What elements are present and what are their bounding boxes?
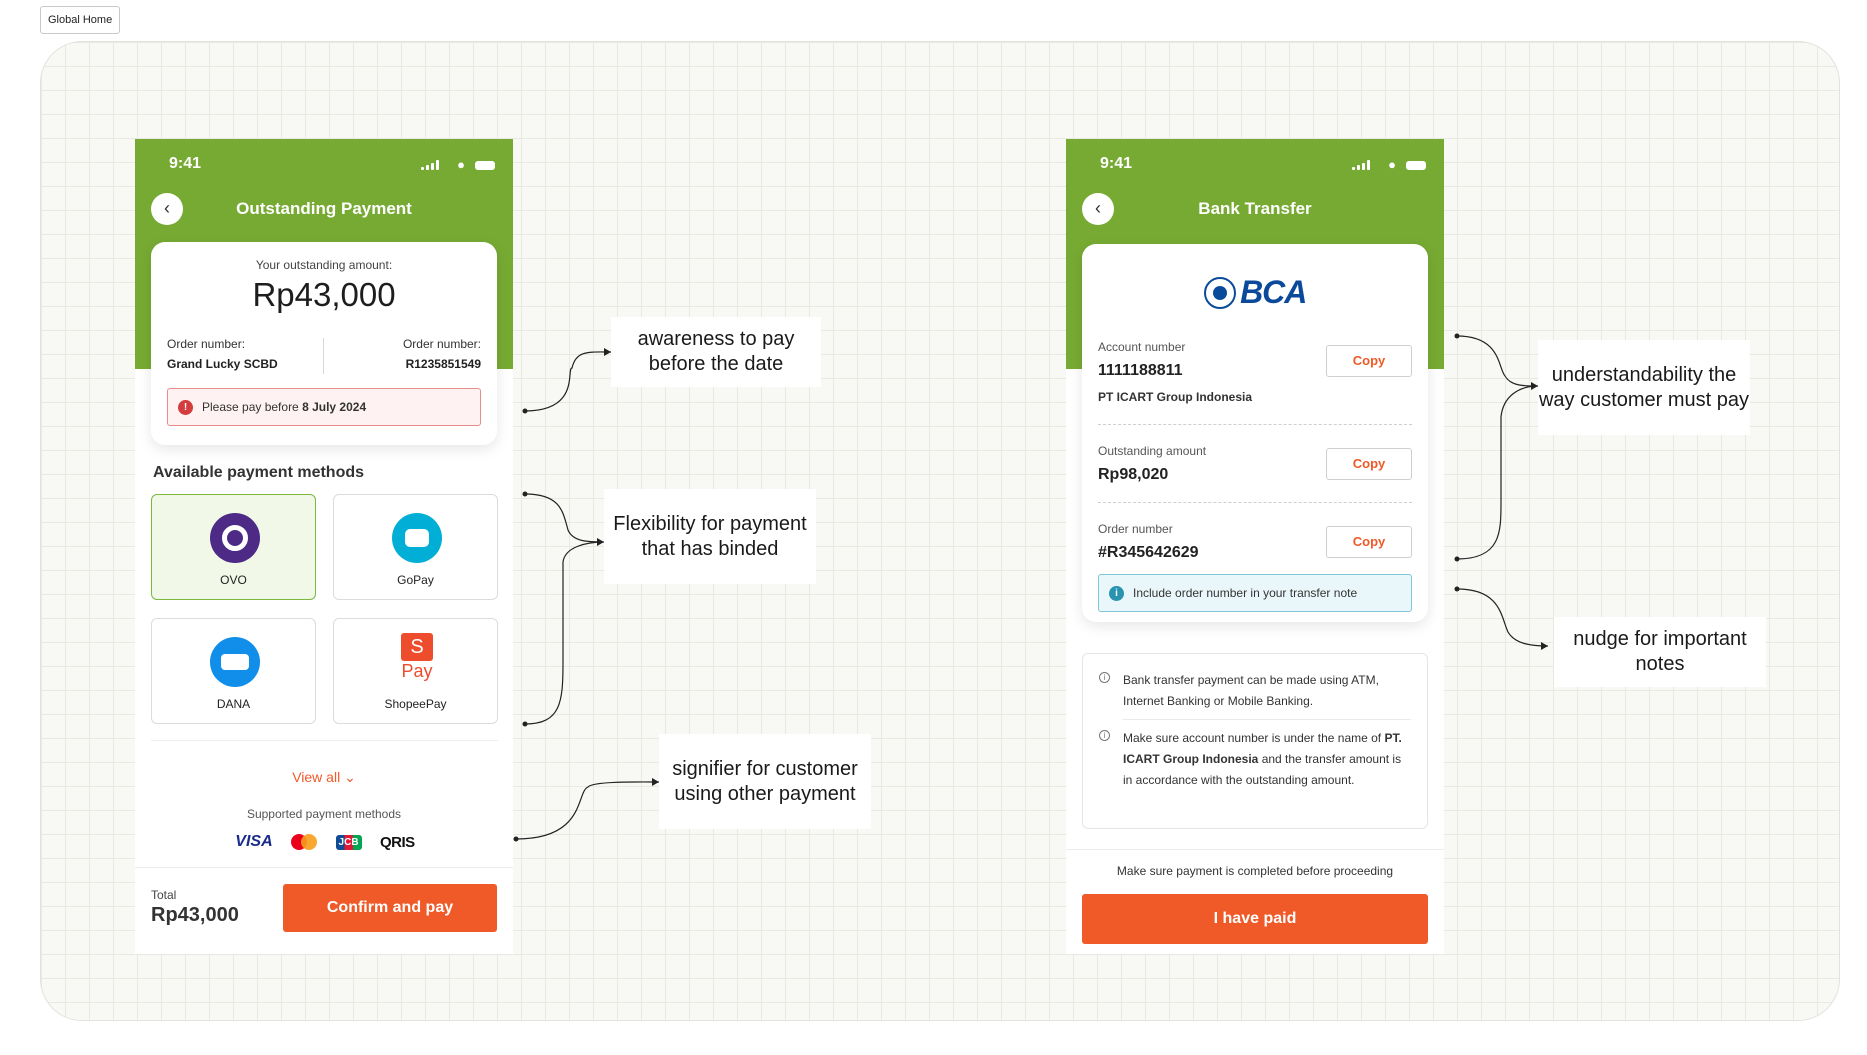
divider — [1098, 502, 1412, 503]
method-label: ShopeePay — [384, 697, 447, 711]
info-text-1: Bank transfer payment can be made using … — [1123, 673, 1379, 708]
status-bar: 9:41 ● — [135, 155, 513, 175]
include-note-text: Include order number in your transfer no… — [1133, 586, 1358, 600]
view-all-link[interactable]: View all ⌄ — [292, 769, 356, 785]
account-holder: PT ICART Group Indonesia — [1098, 390, 1253, 404]
info-box: i Bank transfer payment can be made usin… — [1082, 653, 1428, 829]
dana-icon — [210, 637, 260, 687]
proceed-note: Make sure payment is completed before pr… — [1116, 864, 1394, 878]
battery-icon — [475, 161, 495, 170]
divider — [1123, 719, 1411, 720]
order-divider — [323, 338, 324, 374]
status-time: 9:41 — [169, 155, 202, 172]
info-circle-icon: i — [1099, 672, 1110, 683]
connector-flexibility — [524, 493, 605, 725]
method-dana[interactable]: DANA — [151, 618, 316, 724]
info-circle-icon: i — [1099, 730, 1110, 741]
bottom-bar: Make sure payment is completed before pr… — [1066, 849, 1444, 954]
design-canvas: 9:41 ● ‹ Outstanding Payment Your outsta… — [40, 41, 1840, 1021]
info-text-2: Make sure account number is under the na… — [1123, 731, 1402, 787]
visa-logo: VISA — [235, 833, 273, 850]
supported-label: Supported payment methods — [246, 807, 402, 821]
bottom-bar: Total Rp43,000 Confirm and pay — [135, 867, 513, 954]
mastercard-logo — [291, 834, 318, 850]
outstanding-payment-screen: 9:41 ● ‹ Outstanding Payment Your outsta… — [135, 139, 513, 954]
copy-amount-button[interactable]: Copy — [1326, 448, 1412, 480]
ovo-icon — [210, 513, 260, 563]
wifi-icon: ● — [457, 157, 465, 172]
order-left-label: Order number: — [167, 337, 246, 351]
chevron-left-icon: ‹ — [164, 198, 170, 218]
info-icon: i — [1109, 586, 1124, 601]
connector-awareness — [524, 351, 612, 412]
warning-banner: ! Please pay before 8 July 2024 — [167, 388, 481, 426]
bca-emblem-icon — [1203, 276, 1236, 309]
transfer-details-card: BCA Account number 1111188811 PT ICART G… — [1082, 244, 1428, 622]
back-button[interactable]: ‹ — [1082, 193, 1114, 225]
bca-logo: BCA — [1082, 274, 1428, 310]
annotation-flexibility: Flexibility for payment that has binded — [604, 489, 816, 584]
connector-nudge — [1456, 588, 1549, 647]
amount-label: Your outstanding amount: — [255, 258, 393, 272]
i-have-paid-button[interactable]: I have paid — [1082, 894, 1428, 944]
qris-logo: QRIS — [380, 833, 415, 851]
include-note-banner: i Include order number in your transfer … — [1098, 574, 1412, 612]
methods-title: Available payment methods — [153, 464, 365, 481]
order-right-value: R1235851549 — [405, 357, 481, 371]
outstanding-label: Outstanding amount — [1098, 444, 1207, 458]
frame-tag[interactable]: Global Home — [40, 6, 121, 34]
method-label: OVO — [220, 573, 247, 587]
account-label: Account number — [1098, 340, 1186, 354]
more-methods-hint — [151, 740, 498, 748]
battery-icon — [1406, 161, 1426, 170]
wifi-icon: ● — [1388, 157, 1396, 172]
warning-text: Please pay before 8 July 2024 — [202, 400, 367, 414]
copy-account-button[interactable]: Copy — [1326, 345, 1412, 377]
page-title: Bank Transfer — [1198, 199, 1312, 218]
order-left-value: Grand Lucky SCBD — [167, 357, 278, 371]
back-button[interactable]: ‹ — [151, 193, 183, 225]
signal-icon — [1352, 160, 1370, 170]
chevron-left-icon: ‹ — [1095, 198, 1101, 218]
gopay-icon — [392, 513, 442, 563]
account-value: 1111188811 — [1098, 362, 1183, 379]
annotation-understandability: understandability the way customer must … — [1538, 340, 1750, 435]
connector-understandability — [1456, 335, 1539, 560]
jcb-logo: JCB — [335, 834, 362, 850]
annotation-signifier: signifier for customer using other payme… — [659, 734, 871, 829]
alert-icon: ! — [178, 400, 193, 415]
order-right-label: Order number: — [402, 337, 481, 351]
chevron-down-icon: ⌄ — [344, 769, 356, 785]
shopeepay-icon: S Pay — [400, 633, 434, 683]
annotation-awareness: awareness to pay before the date — [611, 317, 821, 387]
status-time: 9:41 — [1100, 155, 1133, 172]
method-label: DANA — [216, 697, 251, 711]
total-label: Total — [151, 888, 177, 902]
signal-icon — [421, 160, 439, 170]
method-gopay[interactable]: GoPay — [333, 494, 498, 600]
total-value: Rp43,000 — [151, 904, 239, 926]
connector-signifier — [515, 781, 660, 840]
divider — [1098, 424, 1412, 425]
status-bar: 9:41 ● — [1066, 155, 1444, 175]
amount-value: Rp43,000 — [252, 276, 396, 313]
bank-transfer-screen: 9:41 ● ‹ Bank Transfer BCA Account numbe… — [1066, 139, 1444, 954]
outstanding-value: Rp98,020 — [1098, 466, 1169, 483]
copy-order-button[interactable]: Copy — [1326, 526, 1412, 558]
annotation-nudge: nudge for important notes — [1554, 617, 1766, 687]
outstanding-card: Your outstanding amount: Rp43,000 Order … — [151, 242, 497, 445]
method-ovo[interactable]: OVO — [151, 494, 316, 600]
page-title: Outstanding Payment — [236, 199, 412, 218]
order-value: #R345642629 — [1098, 544, 1199, 561]
method-shopeepay[interactable]: S Pay ShopeePay — [333, 618, 498, 724]
method-label: GoPay — [397, 573, 434, 587]
supported-logos: VISA JCB QRIS — [135, 833, 513, 855]
confirm-pay-button[interactable]: Confirm and pay — [283, 884, 497, 932]
order-label: Order number — [1098, 522, 1173, 536]
